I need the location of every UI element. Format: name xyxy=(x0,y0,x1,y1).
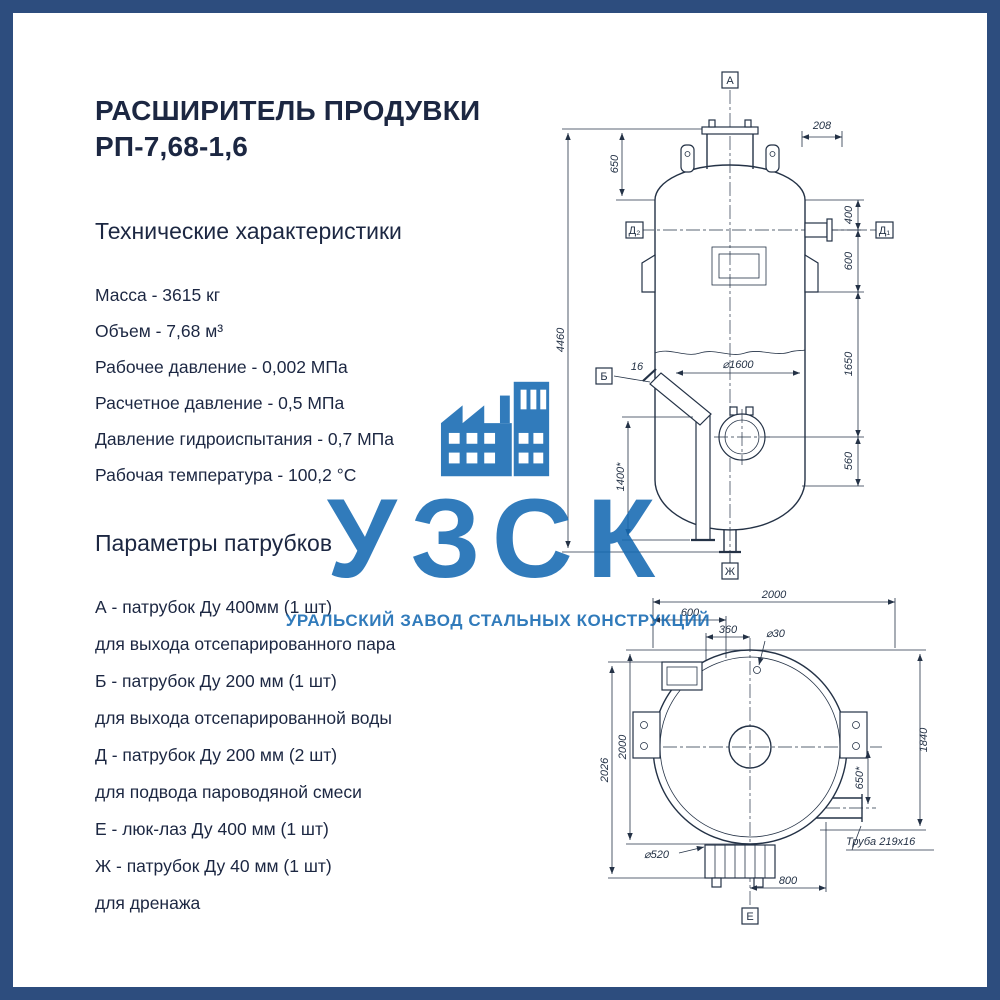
nozzles-heading: Параметры патрубков xyxy=(95,529,333,556)
spec-line-volume: Объем - 7,68 м³ xyxy=(95,320,224,341)
nozzle-line-b: Б - патрубок Ду 200 мм (1 шт) xyxy=(95,670,337,691)
dim-4460-label: 4460 xyxy=(555,327,567,352)
product-title: РАСШИРИТЕЛЬ ПРОДУВКИ РП-7,68-1,6 xyxy=(95,93,545,166)
nozzle-d1-side xyxy=(804,218,833,242)
dim-520: ⌀520 xyxy=(644,845,705,861)
nozzle-list: А - патрубок Ду 400мм (1 шт) для выхода … xyxy=(95,597,545,914)
spec-line-temperature: Рабочая температура - 100,2 °С xyxy=(95,464,357,485)
dim-800-label: 800 xyxy=(779,875,798,887)
nozzle-line-zh-desc: для дренажа xyxy=(95,892,201,913)
lifting-lugs xyxy=(680,144,780,173)
dim-1650-label: 1650 xyxy=(843,351,855,376)
dim-600-plan-label: 600 xyxy=(681,607,700,619)
plan-right-dimensions: 1840 650* xyxy=(752,649,930,831)
nozzle-line-d-desc: для подвода пароводяной смеси xyxy=(95,781,362,802)
spec-line-design-pressure: Расчетное давление - 0,5 МПа xyxy=(95,392,345,413)
dim-2000-left-label: 2000 xyxy=(617,734,629,760)
dim-400-label: 400 xyxy=(843,205,855,224)
manhole xyxy=(714,406,770,465)
plan-view-drawing: ⌀30 2000 600 360 xyxy=(600,590,934,925)
front-view-drawing: 208 ⌀1600 xyxy=(555,71,894,580)
label-d2: Д₂ xyxy=(625,221,644,239)
label-d1-text: Д₁ xyxy=(879,225,890,237)
label-d1: Д₁ xyxy=(875,221,894,239)
label-zh: Ж xyxy=(721,554,739,580)
dim-1600-label: ⌀1600 xyxy=(722,359,754,371)
dim-360-label: 360 xyxy=(719,624,738,636)
plan-top-dimensions: 2000 600 360 xyxy=(652,590,896,660)
center-lines xyxy=(640,90,876,563)
nozzle-line-e: Е - люк-лаз Ду 400 мм (1 шт) xyxy=(95,818,329,839)
nozzle-line-zh: Ж - патрубок Ду 40 мм (1 шт) xyxy=(95,855,332,876)
side-lugs xyxy=(632,711,868,759)
nozzle-line-d: Д - патрубок Ду 200 мм (2 шт) xyxy=(95,744,338,765)
nozzle-line-a-desc: для выхода отсепарированного пара xyxy=(95,633,396,654)
dim-208-label: 208 xyxy=(812,120,832,132)
label-d2-text: Д₂ xyxy=(629,225,641,237)
water-level-line xyxy=(654,349,806,355)
label-zh-text: Ж xyxy=(725,566,735,578)
product-title-line1: РАСШИРИТЕЛЬ ПРОДУВКИ xyxy=(95,95,481,126)
label-e: Е xyxy=(741,907,759,925)
dim-800: 800 xyxy=(750,822,827,892)
dim-16-label: 16 xyxy=(631,361,644,373)
nozzle-b-pipe xyxy=(613,368,715,542)
nozzle-a-top xyxy=(701,119,759,169)
bottom-support xyxy=(704,844,776,888)
dim-208: 208 xyxy=(801,120,843,147)
nozzle-line-a: А - патрубок Ду 400мм (1 шт) xyxy=(95,596,333,617)
dim-30-label: ⌀30 xyxy=(766,628,786,640)
hole-30: ⌀30 xyxy=(753,628,786,674)
label-b: Б 16 xyxy=(595,361,644,385)
support-brackets xyxy=(641,253,819,293)
dim-600-label: 600 xyxy=(843,251,855,270)
dim-650-label: 650 xyxy=(609,154,621,173)
info-panel: РАСШИРИТЕЛЬ ПРОДУВКИ РП-7,68-1,6 Техниче… xyxy=(95,93,545,930)
spec-list: Масса - 3615 кг Объем - 7,68 м³ Рабочее … xyxy=(95,285,545,486)
dim-650-plan-label: 650* xyxy=(854,766,866,789)
top-bracket xyxy=(661,661,703,691)
pipe-note: Труба 219x16 xyxy=(846,825,934,851)
plan-left-dimensions: 2026 2000 xyxy=(600,649,748,879)
label-e-text: Е xyxy=(746,911,753,923)
dim-1400: 1400* xyxy=(615,416,693,541)
product-title-line2: РП-7,68-1,6 xyxy=(95,131,249,163)
dim-560-label: 560 xyxy=(843,451,855,470)
label-a-text: А xyxy=(726,75,734,87)
specs-heading: Технические характеристики xyxy=(95,217,402,244)
pipe-note-label: Труба 219x16 xyxy=(846,836,916,848)
dim-1600: ⌀1600 xyxy=(676,359,800,376)
dim-1400-label: 1400* xyxy=(615,462,627,491)
left-dimensions: 650 4460 xyxy=(555,128,722,553)
spec-line-hydrotest-pressure: Давление гидроиспытания - 0,7 МПа xyxy=(95,428,394,449)
nozzle-line-b-desc: для выхода отсепарированной воды xyxy=(95,707,392,728)
dim-1840-label: 1840 xyxy=(918,727,930,752)
internal-plate xyxy=(711,246,767,286)
dim-520-label: ⌀520 xyxy=(644,849,670,861)
label-b-text: Б xyxy=(600,371,607,383)
spec-line-mass: Масса - 3615 кг xyxy=(95,284,221,305)
side-pipe xyxy=(816,794,876,822)
dim-2026-label: 2026 xyxy=(600,757,611,783)
label-a: А xyxy=(721,71,739,89)
right-dimension-chain: 400 600 1650 560 xyxy=(765,199,864,487)
dim-2000-top-label: 2000 xyxy=(761,590,787,601)
spec-line-working-pressure: Рабочее давление - 0,002 МПа xyxy=(95,356,348,377)
